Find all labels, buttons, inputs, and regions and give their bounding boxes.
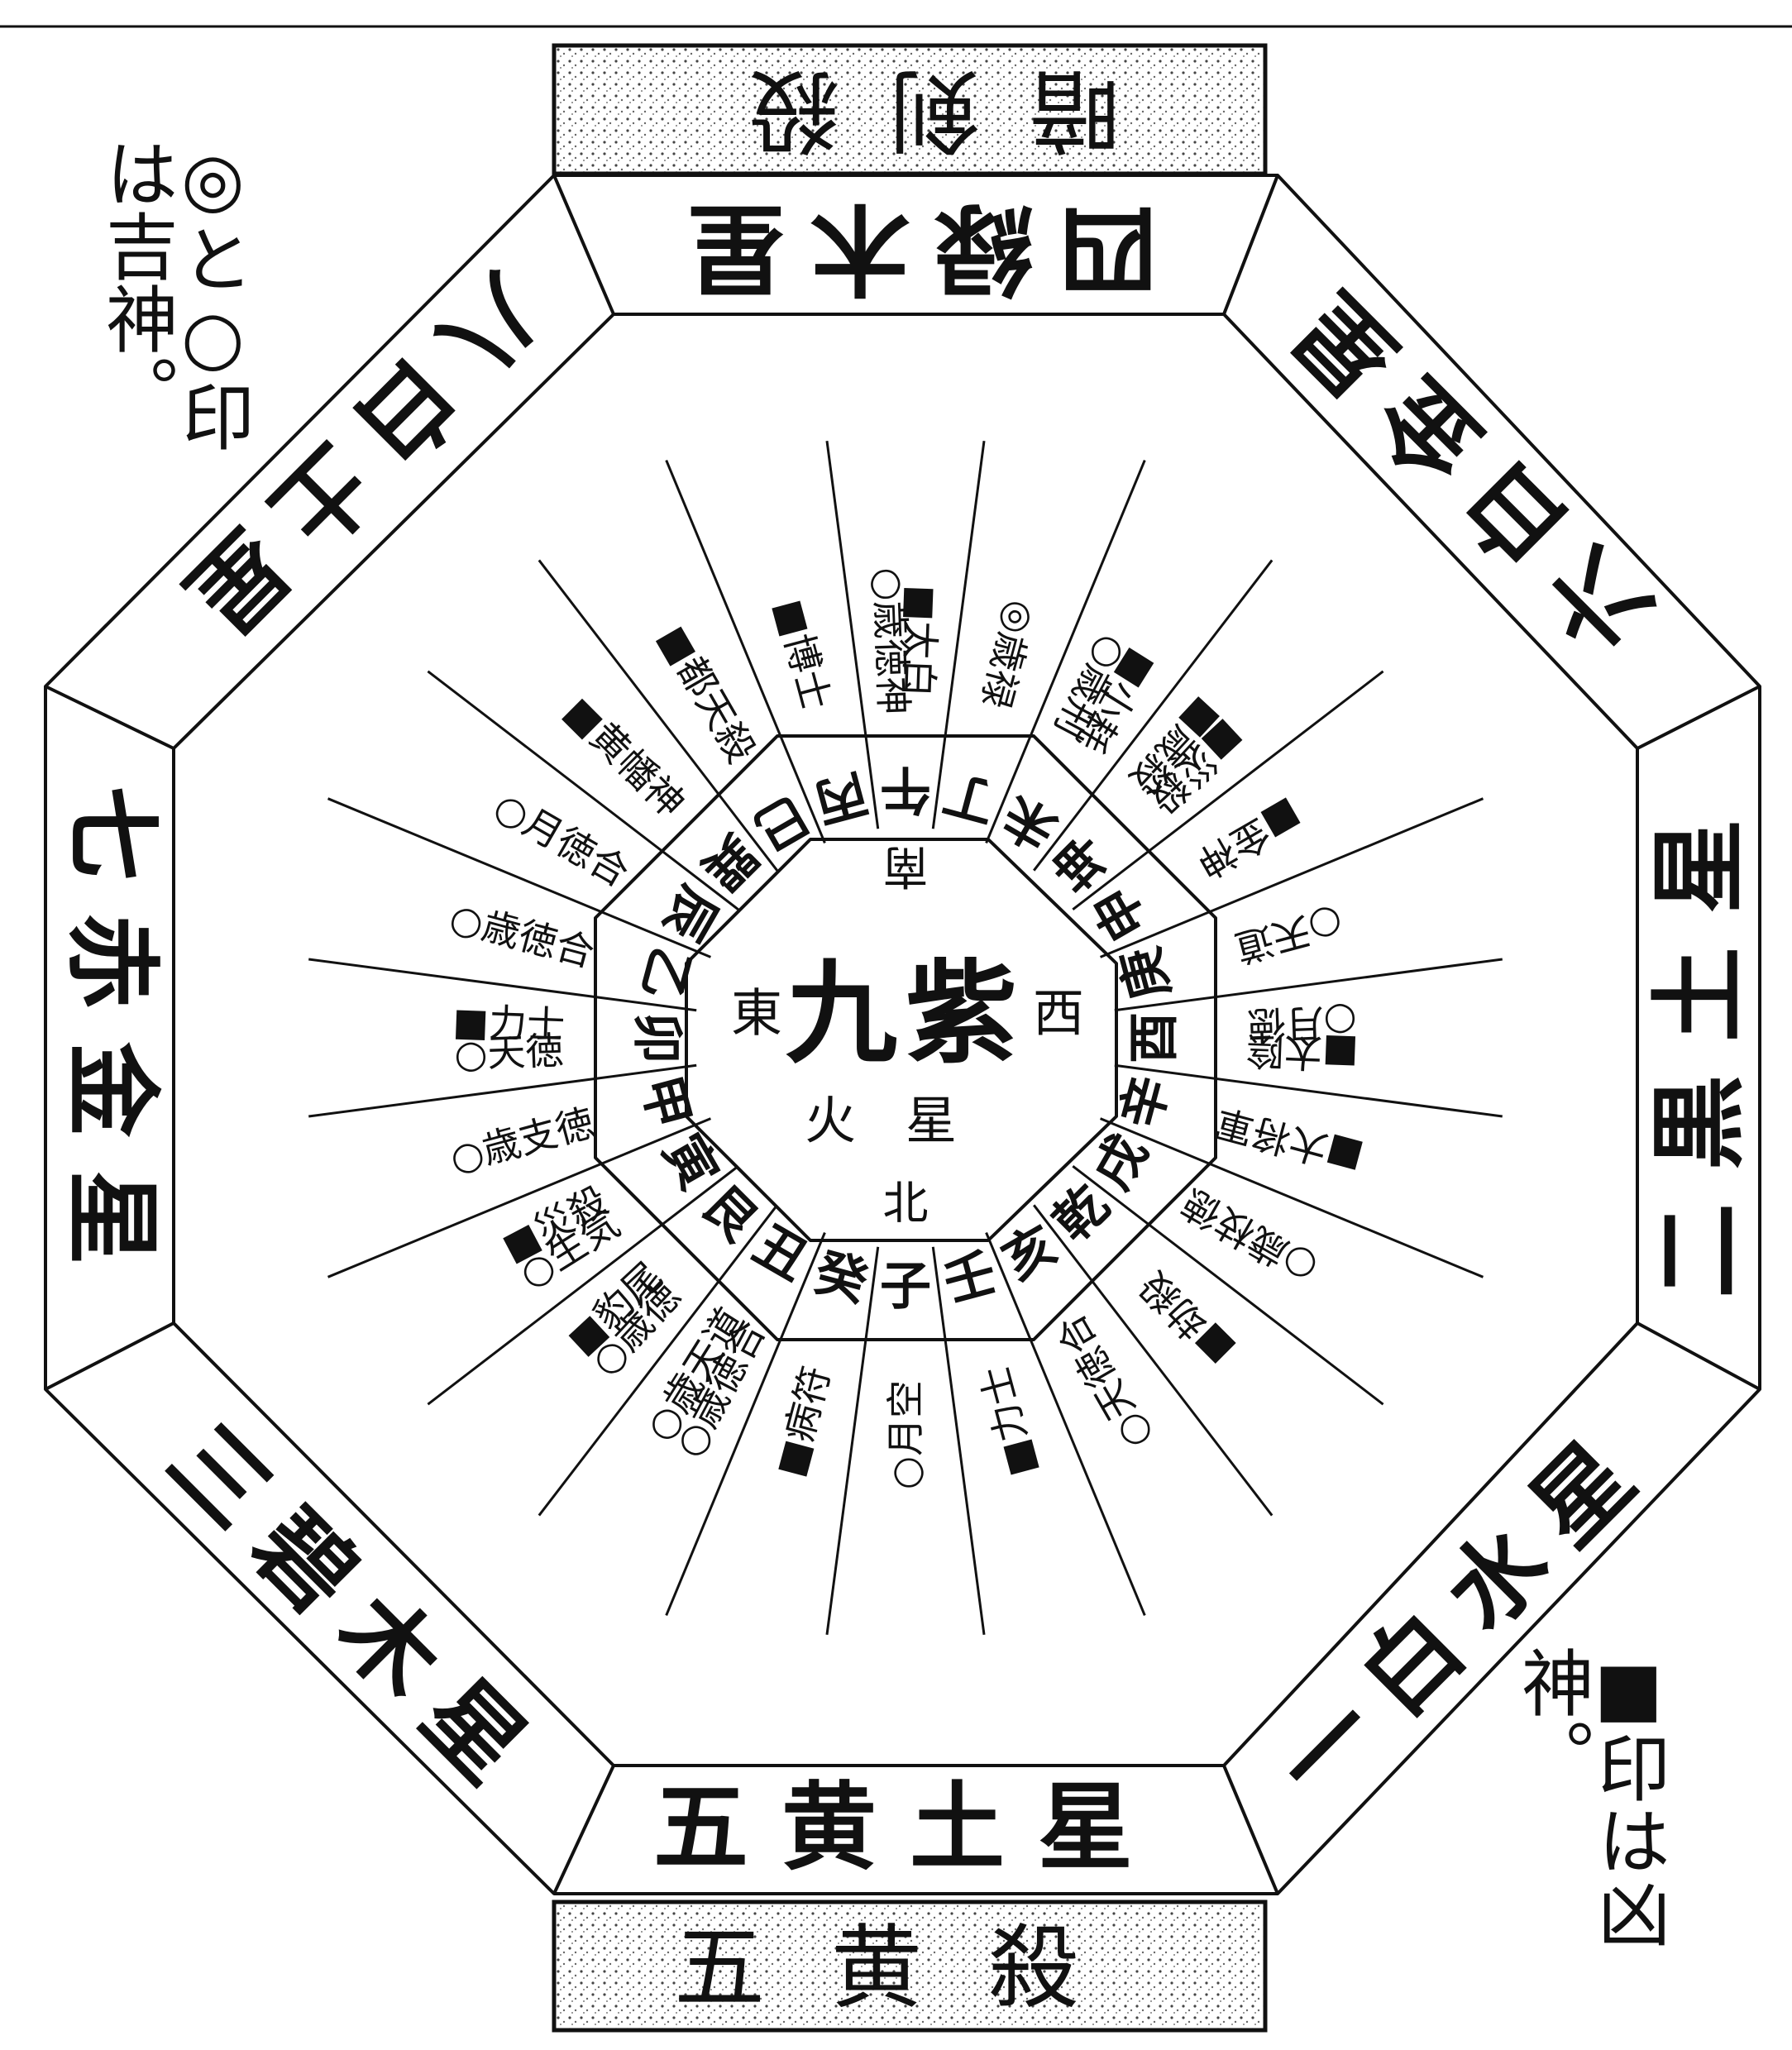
sector-divider [1114,1063,1503,1118]
sector-divider [427,670,739,910]
deity-label: ○月空 [883,1380,928,1489]
sector-divider [327,1117,711,1278]
legend-auspicious: ◎と○印は吉神。 [93,136,256,452]
sector-divider [1072,1165,1384,1406]
mountain-label: 乙 [630,941,702,1006]
deity-label: ○月徳 [1247,999,1358,1048]
octagon-spoke [1222,1765,1279,1895]
deity-label: ■劫殺 [1130,1263,1241,1374]
center-dir-west: 西 [1033,983,1084,1044]
octagon-spoke [45,685,174,750]
legend-inauspicious: ■印は凶神。 [1509,1646,1671,1949]
deity-label: ■太陰 [1245,1028,1359,1077]
mountain-label: 癸 [809,1241,874,1313]
sector-divider [665,1232,826,1617]
mountain-label: 丁 [937,762,1002,834]
mountain-label: 巳 [744,784,819,862]
mountain-label: 酉 [1124,1012,1184,1063]
sector-divider [825,441,880,829]
sector-divider [1100,797,1484,958]
sector-divider [1072,670,1384,910]
star-bottom: 五黄土星 [653,1772,1166,1884]
mountain-label: 子 [880,1256,931,1316]
sector-divider [308,958,697,1012]
star-top: 四緑木星 [662,190,1158,307]
mountain-label: 卯 [628,1012,688,1063]
bottom-box-label: 五黄殺 [674,1915,1145,2021]
sector-divider [985,459,1146,843]
mountain-label: 寅 [652,1125,729,1199]
deity-label: ■力士 [452,999,566,1048]
sector-divider [985,1232,1146,1617]
deity-label: ○天徳合 [1048,1307,1160,1456]
deity-label: ○天徳 [453,1028,564,1077]
deity-label: ◎歳禄 [972,596,1044,714]
mountain-label: 未 [992,784,1067,862]
mountain-label: 乾 [1041,1173,1120,1252]
octagon-spoke [45,1321,174,1391]
mountain-label: 庚 [1109,941,1181,1006]
octagon-spoke [1222,174,1279,315]
deity-label: ○歳枝徳 [1174,1180,1324,1293]
deity-label: ■博士 [767,595,839,714]
mountain-label: 午 [880,760,931,820]
sector-divider [538,559,778,872]
deity-label: ■病符 [767,1361,839,1481]
deity-label: ■大将軍 [1211,1100,1367,1182]
star-lower-left: 三碧木星 [146,1403,565,1822]
mountain-label: 戌 [1082,1125,1159,1199]
mountain-label: 辰 [652,877,729,951]
bottom-box [552,1899,1268,2033]
octagon-spoke [552,1765,615,1895]
deity-label: ■黄幡神 [556,688,694,826]
center-star: 九紫 [786,948,1025,1079]
mountain-label: 壬 [937,1241,1002,1313]
octagon-spoke [1637,1321,1761,1391]
center-dir-east: 東 [731,983,782,1044]
sector-divider [1033,559,1274,872]
top-box [552,43,1268,176]
mountain-label: 丑 [744,1214,819,1292]
deity-label: ○天道 [1231,900,1348,971]
sector-divider [327,797,711,958]
deity-label: ■力士 [972,1361,1044,1481]
star-right: 二黒土星 [1644,786,1756,1298]
center-element: 火星 [805,1091,1006,1151]
sector-divider [427,1165,739,1406]
sector-divider [665,459,826,843]
sector-divider [308,1063,697,1118]
sector-divider [931,441,986,829]
sector-divider [1033,1204,1274,1517]
sector-dividers [45,174,1761,1895]
center-dir-south: 南 [882,840,928,893]
deity-label: ○歳徳神 [866,566,915,715]
deity-label: ■太白 [896,585,944,698]
center-dir-north: 北 [882,1177,928,1230]
sector-divider [1114,958,1503,1012]
mountain-label: 辛 [1109,1069,1181,1135]
sector-divider [931,1246,986,1635]
deity-label: ○歳徳合 [445,895,599,976]
mountain-label: 丙 [809,762,874,834]
mountain-label: 甲 [630,1069,702,1135]
octagon-spoke [552,174,615,315]
octagon-spoke [1637,685,1761,750]
star-left: 七赤金星 [56,786,168,1298]
sector-divider [1100,1117,1484,1278]
mountain-label: 坤 [1041,823,1120,901]
star-upper-right: 六白金星 [1254,254,1673,672]
sector-divider [538,1204,778,1517]
top-box-label: 暗剣殺 [699,57,1121,163]
deity-ring: ○歳徳神■太白◎歳禄○歳刑■小耗■歳殺■災殺■金神○天道○月徳■太陰■大将軍○歳… [445,566,1367,1489]
deity-label: ■都天殺 [650,618,763,770]
sector-divider [825,1246,880,1635]
deity-label: ○月徳合 [487,783,637,896]
deity-label: ○歳支徳 [445,1100,599,1181]
